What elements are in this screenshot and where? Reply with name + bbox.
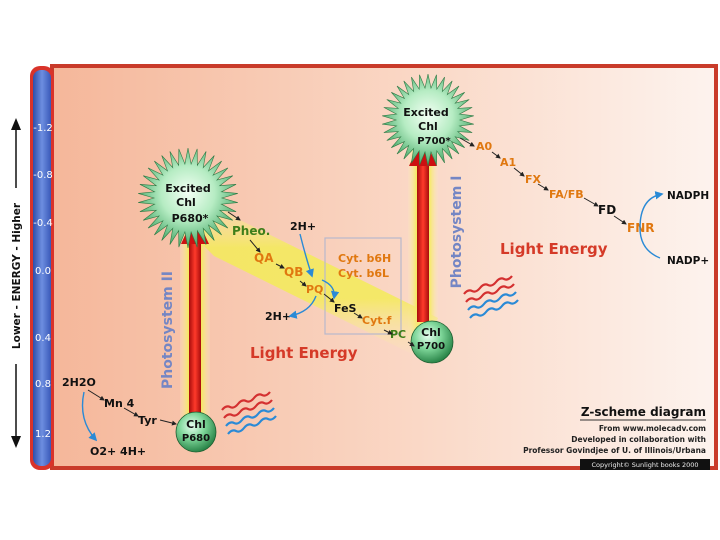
ground-p680-ball: Chl P680 bbox=[176, 412, 216, 452]
mn-label: Mn 4 bbox=[104, 397, 135, 410]
fd-label: FD bbox=[598, 203, 616, 217]
qb-label: QB bbox=[284, 265, 303, 279]
tick-label: -0.4 bbox=[33, 218, 53, 229]
p680-star-label: P680* bbox=[172, 212, 209, 225]
qa-label: QA bbox=[254, 251, 274, 265]
axis-title: Lower - ENERGY - Higher bbox=[11, 202, 23, 349]
excited-label: Excited bbox=[165, 182, 211, 195]
chl-label: Chl bbox=[176, 196, 196, 209]
nadph-label: NADPH bbox=[667, 190, 709, 202]
excited-label: Excited bbox=[403, 106, 449, 119]
fes-label: FeS bbox=[334, 302, 357, 315]
tick-label: 0.8 bbox=[35, 379, 51, 390]
p700-star-label: P700* bbox=[417, 136, 451, 147]
cytf-label: Cyt.f bbox=[362, 314, 392, 327]
chl-label: Chl bbox=[186, 418, 206, 431]
pc-label: PC bbox=[390, 328, 406, 341]
credits-collab: Developed in collaboration with bbox=[571, 435, 706, 444]
photosystem-ii-label: Photosystem II bbox=[160, 271, 176, 389]
light-energy-label-psii: Light Energy bbox=[250, 344, 358, 362]
tick-label: 0.4 bbox=[35, 333, 51, 344]
chl-label: Chl bbox=[421, 326, 441, 339]
copyright-text: Copyright© Sunlight books 2000 bbox=[591, 461, 698, 469]
credits-professor: Professor Govindjee of U. of Illinois/Ur… bbox=[523, 446, 706, 455]
photosystem-i-label: Photosystem I bbox=[449, 176, 465, 289]
cyt-b6l-label: Cyt. b6L bbox=[338, 267, 389, 280]
tick-label: 1.2 bbox=[35, 429, 51, 440]
a0-label: A0 bbox=[476, 140, 493, 153]
cyt-b6h-label: Cyt. b6H bbox=[338, 252, 391, 265]
arrow-down-icon bbox=[11, 436, 21, 448]
credits-title: Z-scheme diagram bbox=[581, 405, 706, 419]
tick-label: 0.0 bbox=[35, 266, 51, 277]
p700-label: P700 bbox=[417, 341, 445, 352]
ground-p700-ball: Chl P700 bbox=[411, 321, 453, 363]
pq-label: PQ bbox=[306, 283, 323, 296]
two-h-top-label: 2H+ bbox=[290, 220, 316, 233]
fa-fb-label: FA/FB bbox=[549, 188, 584, 201]
oxygen-products-label: O2+ 4H+ bbox=[90, 445, 146, 458]
arrow-up-icon bbox=[11, 118, 21, 130]
two-h-bottom-label: 2H+ bbox=[265, 310, 291, 323]
water-label: 2H2O bbox=[62, 376, 96, 389]
tyr-label: Tyr bbox=[138, 414, 157, 427]
light-energy-label-psi: Light Energy bbox=[500, 240, 608, 258]
tick-label: -0.8 bbox=[33, 170, 53, 181]
pheo-label: Pheo. bbox=[232, 224, 270, 238]
nadp-label: NADP+ bbox=[667, 255, 709, 267]
chl-label: Chl bbox=[418, 120, 438, 133]
a1-label: A1 bbox=[500, 156, 516, 169]
credits-source: From www.molecadv.com bbox=[599, 424, 706, 433]
p680-label: P680 bbox=[182, 433, 210, 444]
tick-label: -1.2 bbox=[33, 123, 53, 134]
